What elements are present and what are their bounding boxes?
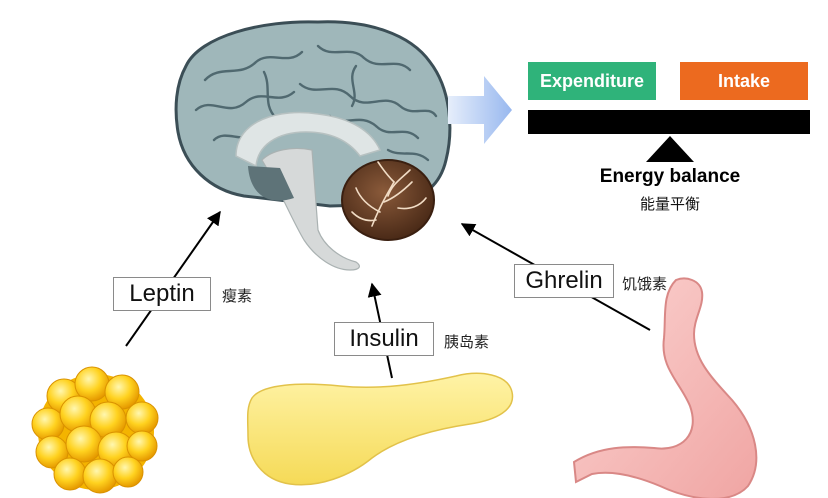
brain-illustration — [174, 20, 452, 271]
expenditure-box: Expenditure — [528, 62, 656, 100]
insulin-label: Insulin — [334, 322, 434, 356]
adipose-tissue-illustration — [31, 366, 159, 494]
stomach-illustration — [572, 277, 758, 498]
insulin-chinese-label: 胰岛素 — [444, 333, 490, 351]
energy-balance-subtitle: 能量平衡 — [639, 195, 700, 213]
fulcrum-icon — [646, 136, 694, 162]
big-arrow-icon — [448, 76, 512, 144]
pancreas-illustration — [246, 372, 514, 486]
leptin-label: Leptin — [113, 277, 211, 311]
ghrelin-label: Ghrelin — [514, 264, 614, 298]
intake-box: Intake — [680, 62, 808, 100]
intake-label: Intake — [717, 70, 771, 91]
energy-balance-title: Energy balance — [599, 166, 741, 187]
leptin-chinese-label: 瘦素 — [222, 287, 253, 305]
expenditure-label: Expenditure — [539, 70, 645, 91]
ghrelin-chinese-label: 饥饿素 — [622, 275, 668, 293]
balance-beam — [528, 110, 810, 134]
